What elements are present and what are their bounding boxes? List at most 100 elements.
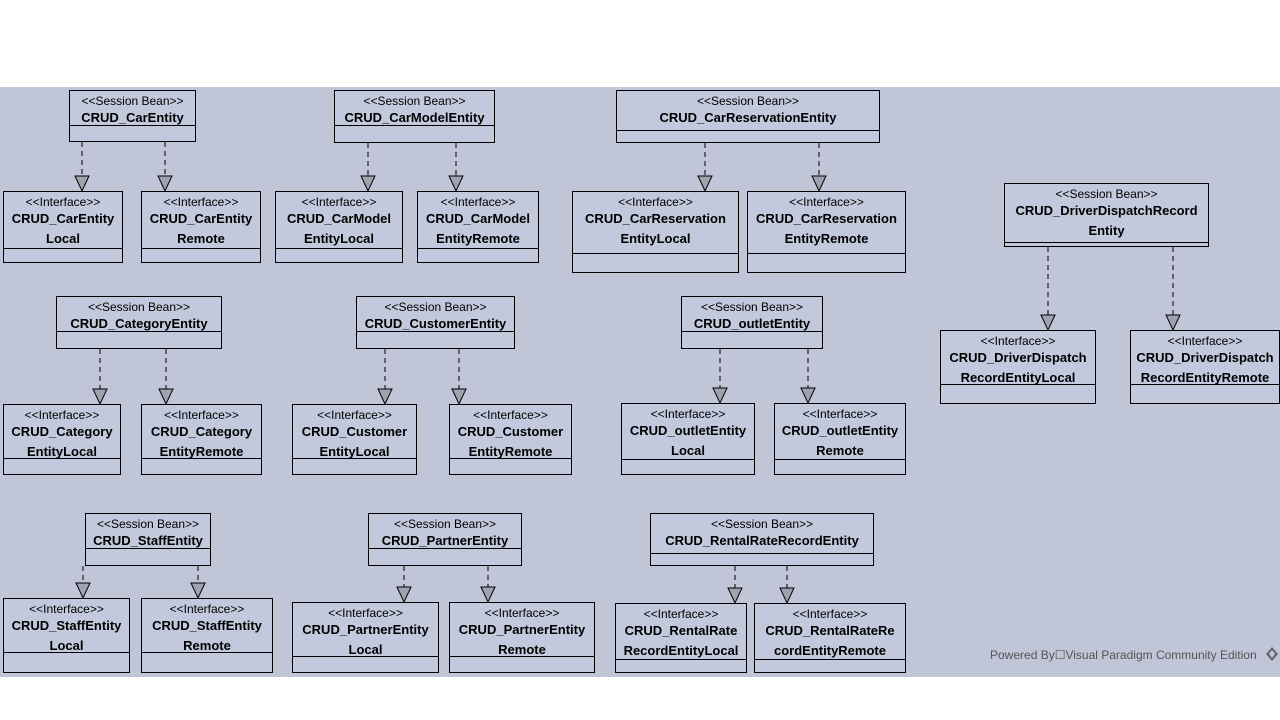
class-name-label: CRUD_DriverDispatchRecord Entity <box>1015 203 1198 238</box>
realization-arrowhead <box>190 582 206 600</box>
interface-box[interactable]: <<Interface>> CRUD_CarEntity Remote <box>141 191 261 263</box>
realization-arrowhead <box>727 587 743 605</box>
session-bean-box[interactable]: <<Session Bean>>CRUD_CategoryEntity <box>56 296 222 349</box>
class-name-label: CRUD_Category EntityRemote <box>150 424 253 459</box>
class-name-label: CRUD_CarModelEntity <box>344 110 485 125</box>
class-name-label: CRUD_CarReservationEntity <box>659 110 837 125</box>
class-name-label: CRUD_DriverDispatch RecordEntityRemote <box>1136 350 1274 385</box>
interface-box[interactable]: <<Interface>>CRUD_CarEntity Local <box>3 191 123 263</box>
interface-box[interactable]: <<Interface>>CRUD_RentalRate RecordEntit… <box>615 603 747 673</box>
session-bean-box[interactable]: <<Session Bean>>CRUD_DriverDispatchRecor… <box>1004 183 1209 247</box>
interface-box[interactable]: <<Interface>> CRUD_PartnerEntity Local <box>292 602 439 673</box>
stereotype-label: <<Interface>> <box>792 607 868 621</box>
session-bean-box[interactable]: <<Session Bean>>CRUD_CarEntity <box>69 90 196 142</box>
stereotype-label: <<Session Bean>> <box>696 94 800 108</box>
class-name-label: CRUD_Category EntityLocal <box>11 424 113 459</box>
class-name-label: CRUD_PartnerEntity <box>381 533 509 548</box>
interface-box[interactable]: <<Interface>>CRUD_DriverDispatch RecordE… <box>1130 330 1280 404</box>
realization-arrowhead <box>360 175 376 193</box>
class-name-label: CRUD_RentalRateRecordEntity <box>665 533 859 548</box>
box-header: <<Interface>>CRUD_outletEntity Remote <box>775 404 905 460</box>
box-header: <<Interface>>CRUD_CarModel EntityRemote <box>418 192 538 249</box>
session-bean-box[interactable]: <<Session Bean>>CRUD_RentalRateRecordEnt… <box>650 513 874 566</box>
interface-box[interactable]: <<Interface>>CRUD_PartnerEntity Remote <box>449 602 595 673</box>
session-bean-box[interactable]: <<Session Bean>>CRUD_CustomerEntity <box>356 296 515 349</box>
class-name-label: CRUD_Customer EntityLocal <box>301 424 408 459</box>
stereotype-label: <<Interface>> <box>650 407 726 421</box>
realization-arrowhead <box>697 175 713 193</box>
stereotype-label: <<Interface>> <box>980 334 1056 348</box>
stereotype-label: <<Interface>> <box>643 607 719 621</box>
realization-arrowhead <box>74 175 90 193</box>
box-header: <<Session Bean>>CRUD_outletEntity <box>682 297 822 332</box>
interface-box[interactable]: <<Interface>>CRUD_Customer EntityRemote <box>449 404 572 475</box>
interface-box[interactable]: <<Interface>> CRUD_outletEntity Local <box>621 403 755 475</box>
class-name-label: CRUD_CarEntity Local <box>11 211 115 246</box>
box-header: <<Session Bean>> CRUD_PartnerEntity <box>369 514 521 549</box>
stereotype-label: <<Interface>> <box>618 195 693 209</box>
interface-box[interactable]: <<Interface>>CRUD_CarReservation EntityR… <box>747 191 906 273</box>
stereotype-label: <<Session Bean>> <box>96 517 200 531</box>
class-name-label: CRUD_DriverDispatch RecordEntityLocal <box>949 350 1087 385</box>
stereotype-label: <<Interface>> <box>164 408 239 422</box>
stereotype-label: <<Interface>> <box>317 408 392 422</box>
realization-arrowhead <box>1040 314 1056 332</box>
box-header: <<Interface>>CRUD_Customer EntityRemote <box>450 405 571 459</box>
class-name-label: CRUD_CarReservation EntityLocal <box>585 211 726 246</box>
session-bean-box[interactable]: <<Session Bean>> CRUD_CarReservationEntit… <box>616 90 880 143</box>
stereotype-label: <<Interface>> <box>301 195 377 209</box>
interface-box[interactable]: <<Interface>> CRUD_CarReservation EntityL… <box>572 191 739 273</box>
stereotype-label: <<Interface>> <box>484 606 560 620</box>
realization-arrowhead <box>480 586 496 604</box>
box-header: <<Interface>> CRUD_DriverDispatch RecordE… <box>941 331 1095 385</box>
interface-box[interactable]: <<Interface>>CRUD_CarModel EntityRemote <box>417 191 539 263</box>
box-header: <<Session Bean>> CRUD_CarReservationEntit… <box>617 91 879 131</box>
interface-box[interactable]: <<Interface>>CRUD_Category EntityLocal <box>3 404 121 475</box>
class-name-label: CRUD_CustomerEntity <box>364 316 507 331</box>
realization-arrowhead <box>451 388 467 406</box>
box-header: <<Session Bean>>CRUD_CategoryEntity <box>57 297 221 332</box>
interface-box[interactable]: <<Interface>> CRUD_CarModel EntityLocal <box>275 191 403 263</box>
realization-arrowhead <box>811 175 827 193</box>
interface-box[interactable]: <<Interface>>CRUD_outletEntity Remote <box>774 403 906 475</box>
class-name-label: CRUD_CarModel EntityLocal <box>286 211 391 246</box>
diagram-canvas: Powered By☐Visual Paradigm Community Edi… <box>0 87 1280 677</box>
box-header: <<Interface>>CRUD_PartnerEntity Remote <box>450 603 594 657</box>
box-header: <<Interface>> CRUD_CarReservation EntityL… <box>573 192 738 254</box>
box-header: <<Session Bean>>CRUD_CustomerEntity <box>357 297 514 332</box>
class-name-label: CRUD_outletEntity Local <box>629 423 747 458</box>
class-name-label: CRUD_StaffEntity Remote <box>152 618 262 653</box>
interface-box[interactable]: <<Interface>> CRUD_Customer EntityLocal <box>292 404 417 475</box>
interface-box[interactable]: <<Interface>>CRUD_StaffEntity Local <box>3 598 130 673</box>
session-bean-box[interactable]: <<Session Bean>>CRUD_outletEntity <box>681 296 823 349</box>
interface-box[interactable]: <<Interface>> CRUD_Category EntityRemote <box>141 404 262 475</box>
class-name-label: CRUD_PartnerEntity Local <box>302 622 429 657</box>
stereotype-label: <<Interface>> <box>473 408 548 422</box>
session-bean-box[interactable]: <<Session Bean>> CRUD_StaffEntity <box>85 513 211 566</box>
stereotype-label: <<Interface>> <box>169 602 245 616</box>
class-name-label: CRUD_CarEntity Remote <box>149 211 253 246</box>
box-header: <<Interface>> CRUD_Category EntityRemote <box>142 405 261 459</box>
powered-by-footer: Powered By☐Visual Paradigm Community Edi… <box>990 648 1257 662</box>
interface-box[interactable]: <<Interface>> CRUD_DriverDispatch RecordE… <box>940 330 1096 404</box>
stereotype-label: <<Interface>> <box>328 606 403 620</box>
interface-box[interactable]: <<Interface>> CRUD_RentalRateRe cordEntit… <box>754 603 906 673</box>
stereotype-label: <<Interface>> <box>163 195 239 209</box>
realization-arrowhead <box>157 175 173 193</box>
class-name-label: CRUD_CarEntity <box>81 110 184 125</box>
box-header: <<Interface>> CRUD_PartnerEntity Local <box>293 603 438 657</box>
class-name-label: CRUD_StaffEntity <box>93 533 203 548</box>
stereotype-label: <<Session Bean>> <box>87 300 191 314</box>
class-name-label: CRUD_RentalRateRe cordEntityRemote <box>765 623 895 658</box>
realization-arrowhead <box>800 387 816 405</box>
session-bean-box[interactable]: <<Session Bean>>CRUD_CarModelEntity <box>334 90 495 143</box>
visual-paradigm-logo-icon <box>1266 647 1278 661</box>
interface-box[interactable]: <<Interface>> CRUD_StaffEntity Remote <box>141 598 273 673</box>
box-header: <<Session Bean>>CRUD_RentalRateRecordEnt… <box>651 514 873 554</box>
realization-arrowhead <box>779 587 795 605</box>
session-bean-box[interactable]: <<Session Bean>> CRUD_PartnerEntity <box>368 513 522 566</box>
class-name-label: CRUD_outletEntity Remote <box>781 423 899 458</box>
dependency-links <box>74 142 1181 605</box>
box-header: <<Interface>> CRUD_StaffEntity Remote <box>142 599 272 653</box>
stereotype-label: <<Session Bean>> <box>393 517 497 531</box>
